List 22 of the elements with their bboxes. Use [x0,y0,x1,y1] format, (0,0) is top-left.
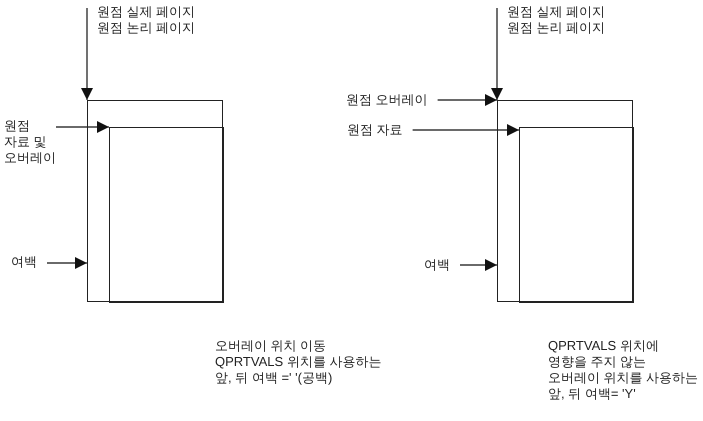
page-origin-label: 원점 실제 페이지 [97,4,196,20]
arrow [460,259,497,271]
arrow [56,121,109,133]
data-area-outline [519,127,634,302]
data-area-outline [109,127,224,302]
caption: 오버레이 위치 이동 QPRTVALS 위치를 사용하는 앞, 뒤 여백 =' '(공백) [215,338,382,386]
callout-label: 원점 오버레이 [346,92,428,108]
page-outline [497,100,633,302]
arrow [47,257,87,269]
callout-label: 원점 자료 [347,122,403,138]
arrow [81,8,93,100]
arrow [491,8,503,100]
page-origin-label: 원점 논리 페이지 [507,20,606,36]
callout-label: 여백 [424,257,450,273]
caption: QPRTVALS 위치에 영향을 주지 않는 오버레이 위치를 사용하는 앞, 뒤 여백= 'Y' [548,338,698,402]
callout-label: 여백 [11,254,37,270]
page-origin-label: 원점 논리 페이지 [97,20,196,36]
page-origin-label: 원점 실제 페이지 [507,4,606,20]
arrow [412,124,519,136]
page-outline [87,100,223,302]
callout-label: 원점 자료 및 오버레이 [4,118,56,166]
arrow [438,94,497,106]
